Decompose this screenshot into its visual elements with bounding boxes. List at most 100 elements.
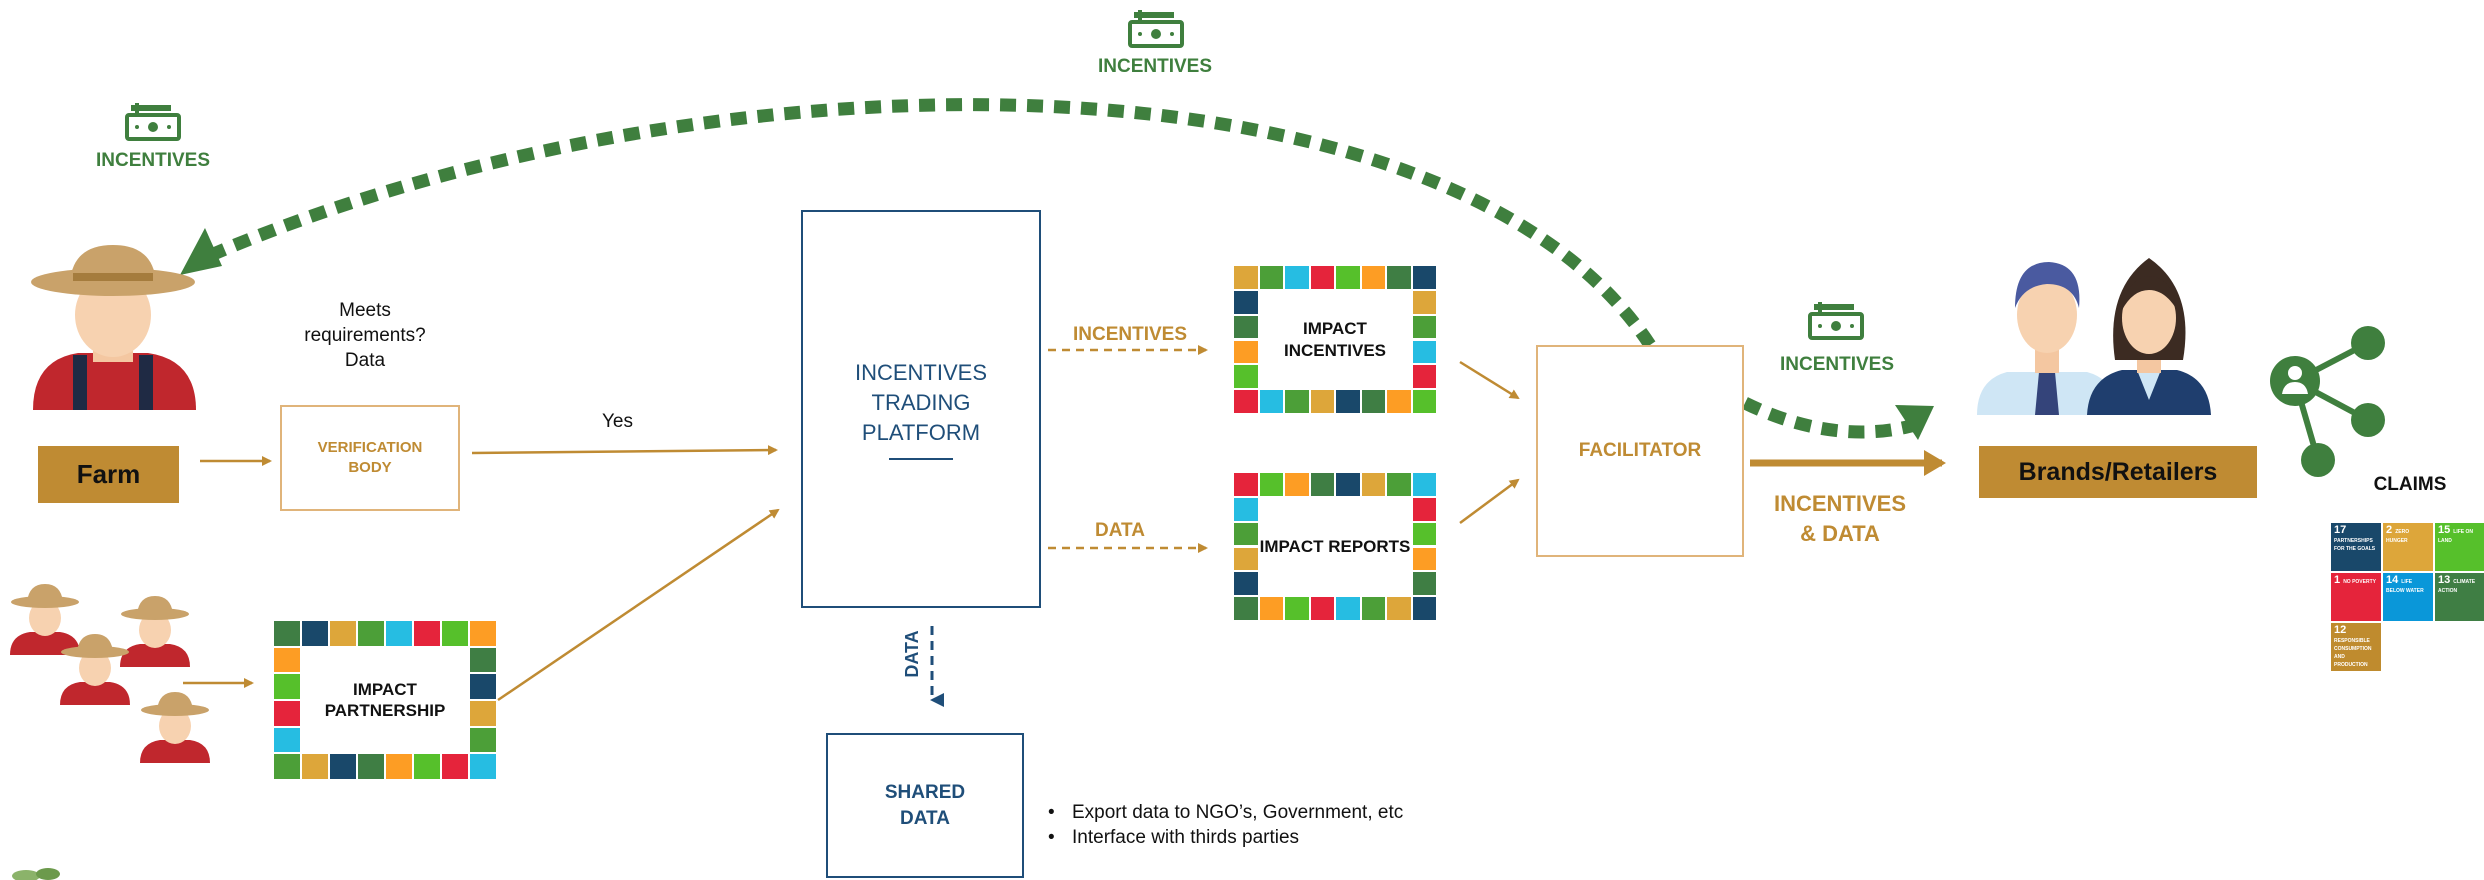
- sdg-color-tile: [470, 621, 496, 646]
- sdg-color-tile: [274, 674, 300, 699]
- sdg-color-tile: [330, 754, 356, 779]
- sdg-color-tile: [274, 727, 300, 753]
- impact-incentives-label: IMPACT INCENTIVES: [1257, 285, 1413, 394]
- sdg-goal-number: 13: [2438, 574, 2454, 586]
- sdg-color-tile: [386, 621, 412, 646]
- sdg-color-tile: [1412, 315, 1436, 339]
- sdg-color-tile: [1412, 340, 1436, 364]
- sdg-color-tile: [1412, 473, 1436, 496]
- impact-reports-frame: IMPACT REPORTS: [1233, 472, 1437, 621]
- sdg-color-tile: [1285, 390, 1309, 413]
- sdg-color-tile: [1412, 572, 1436, 596]
- sdg-color-tile: [470, 727, 496, 753]
- sdg-color-tile: [1234, 497, 1258, 521]
- partnership-to-platform-arrow: [497, 508, 780, 702]
- impact-reports-label: IMPACT REPORTS: [1257, 492, 1413, 601]
- verification-to-platform-arrow: [471, 445, 778, 456]
- sdg-color-tile: [1412, 266, 1436, 289]
- bullet-dot: •: [1048, 827, 1055, 848]
- sdg-goal-tile: 14 LIFE BELOW WATER: [2383, 573, 2433, 621]
- sdg-goal-text: LIFE ON LAND: [2438, 529, 2474, 544]
- sdg-goal-text: PARTNERSHIPS FOR THE GOALS: [2334, 538, 2376, 552]
- sdg-color-tile: [274, 647, 300, 673]
- sdg-color-tile: [386, 754, 412, 779]
- reports-to-facilitator-arrow: [1459, 478, 1520, 525]
- sdg-color-tile: [1285, 473, 1309, 496]
- platform-line3: PLATFORM: [861, 420, 981, 445]
- brands-retailers-label: Brands/Retailers: [1979, 446, 2257, 498]
- requirements-question: Meets requirements? Data: [285, 298, 445, 373]
- sdg-goal-tile: 15 LIFE ON LAND: [2435, 523, 2484, 571]
- sdg-color-tile: [1234, 547, 1258, 571]
- yes-label: Yes: [602, 411, 633, 432]
- sdg-color-tile: [414, 621, 440, 646]
- sdg-color-tile: [1412, 365, 1436, 389]
- impact-partnership-frame: IMPACT PARTNERSHIP: [273, 620, 497, 780]
- facilitator-incentives-arrowhead: [1895, 405, 1934, 440]
- sdg-goal-text: ZERO HUNGER: [2386, 529, 2410, 544]
- shared-data-box: SHARED DATA: [826, 733, 1024, 878]
- sdg-color-tile: [470, 701, 496, 726]
- sdg-color-tile: [1336, 390, 1360, 413]
- sdg-color-tile: [1412, 290, 1436, 314]
- question-line2: requirements?: [304, 325, 426, 346]
- incentives-data-line1: INCENTIVES: [1773, 491, 1907, 516]
- sdg-color-tile: [1412, 547, 1436, 571]
- impact-partnership-line1: IMPACT: [353, 679, 417, 699]
- sdg-goal-tile: 13 CLIMATE ACTION: [2435, 573, 2484, 621]
- sdg-color-tile: [1310, 390, 1334, 413]
- sdg-color-tile: [1412, 597, 1436, 620]
- money-icon: [1128, 10, 1184, 48]
- sdg-color-tile: [1234, 597, 1258, 620]
- sdg-goal-tile: 17 PARTNERSHIPS FOR THE GOALS: [2331, 523, 2381, 571]
- sdg-goal-number: 15: [2438, 524, 2454, 536]
- sdg-color-tile: [358, 621, 384, 646]
- sdg-color-tile: [1310, 473, 1334, 496]
- incentives-return-arrowhead: [180, 228, 222, 275]
- brands-text: Brands/Retailers: [2018, 457, 2218, 486]
- sdg-goal-text: LIFE BELOW WATER: [2386, 579, 2424, 594]
- sdg-goal-number: 12: [2334, 624, 2347, 636]
- incentives-arrow-label: INCENTIVES: [1072, 324, 1188, 345]
- business-people-icon: [1977, 258, 2211, 415]
- bullet-list: •Export data to NGO’s, Government, etc •…: [1048, 800, 1403, 850]
- sdg-color-tile: [1336, 597, 1360, 620]
- sdg-color-tile: [1412, 522, 1436, 546]
- question-line3: Data: [344, 350, 386, 371]
- verification-line2: BODY: [348, 459, 392, 476]
- sdg-goal-tile: 2 ZERO HUNGER: [2383, 523, 2433, 571]
- facilitator-text: FACILITATOR: [1578, 440, 1702, 461]
- impact-incentives-frame: IMPACT INCENTIVES: [1233, 265, 1437, 414]
- sdg-goal-tile: 1 NO POVERTY: [2331, 573, 2381, 621]
- impact-incentives-line2: INCENTIVES: [1283, 340, 1387, 360]
- data-vertical-label: DATA: [902, 630, 922, 678]
- incentives-to-facilitator-arrow: [1459, 360, 1520, 400]
- sdg-color-tile: [442, 754, 468, 779]
- sdg-color-tile: [1310, 266, 1334, 289]
- sdg-color-tile: [274, 621, 300, 646]
- bullet-item: •Export data to NGO’s, Government, etc: [1048, 800, 1403, 825]
- question-line1: Meets: [339, 300, 391, 321]
- platform-underline: [889, 458, 953, 460]
- sdg-color-tile: [1234, 266, 1258, 289]
- sdg-goal-number: 17: [2334, 524, 2347, 536]
- sdg-goal-text: CLIMATE ACTION: [2438, 579, 2476, 594]
- sdg-color-tile: [1361, 266, 1385, 289]
- incentives-data-line2: & DATA: [1800, 521, 1880, 546]
- sdg-color-tile: [470, 674, 496, 699]
- claims-label: CLAIMS: [2373, 474, 2447, 495]
- sdg-color-tile: [330, 621, 356, 646]
- sdg-color-tile: [1234, 522, 1258, 546]
- money-icon: [1808, 302, 1864, 340]
- sdg-color-tile: [1234, 473, 1258, 496]
- sdg-color-tile: [1361, 390, 1385, 413]
- sdg-goal-number: 2: [2386, 524, 2396, 536]
- impact-reports-text: IMPACT REPORTS: [1259, 536, 1411, 556]
- bullet-text: Interface with thirds parties: [1072, 827, 1300, 848]
- sdg-color-tile: [1336, 473, 1360, 496]
- sdg-color-tile: [302, 621, 328, 646]
- sdg-goal-text: RESPONSIBLE CONSUMPTION AND PRODUCTION: [2334, 638, 2372, 668]
- sdg-color-tile: [1387, 266, 1411, 289]
- sdg-color-tile: [1234, 390, 1258, 413]
